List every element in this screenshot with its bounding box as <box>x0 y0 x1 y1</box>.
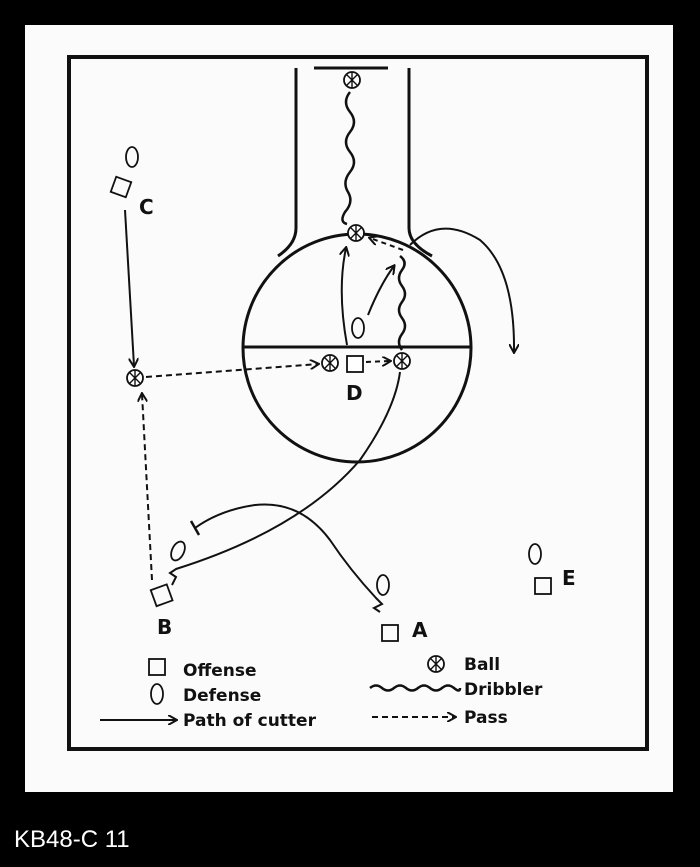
pass-path <box>142 394 153 581</box>
defense-icon <box>170 540 186 562</box>
offense-icon <box>346 355 364 373</box>
image-caption: KB48-C 11 <box>14 826 130 853</box>
legend-offense: Offense <box>183 661 257 681</box>
cutter-path <box>168 371 401 586</box>
offense-icon <box>381 624 399 642</box>
offense-icon <box>148 658 166 676</box>
offense-icon <box>534 577 552 595</box>
player-label-d: D <box>346 381 363 405</box>
player-label-e: E <box>562 566 576 590</box>
legend-dribbler: Dribbler <box>464 680 543 700</box>
defense-icon <box>528 543 542 565</box>
offense-icon <box>109 175 133 199</box>
offense-icon <box>149 583 174 608</box>
court-border <box>67 55 649 751</box>
defense-icon <box>125 146 139 168</box>
ball-icon <box>347 224 365 242</box>
dribble-path <box>397 255 407 351</box>
player-label-c: C <box>139 195 154 219</box>
cutter-path <box>194 503 384 613</box>
player-label-a: A <box>412 618 428 642</box>
paper-card <box>25 25 673 792</box>
legend: Offense Defense Path of cutter Ball Drib… <box>100 655 543 731</box>
defense-icon <box>351 317 365 339</box>
legend-pass: Pass <box>464 708 508 728</box>
ball-icon <box>427 655 445 673</box>
legend-path: Path of cutter <box>183 711 317 731</box>
ball-icon <box>126 369 144 387</box>
dribble-icon <box>369 684 462 692</box>
dribble-path-top <box>341 91 356 226</box>
ball-icon <box>343 71 361 89</box>
ball-icon <box>393 352 411 370</box>
pass-path <box>145 364 318 378</box>
pass-path <box>370 238 404 251</box>
screen-end <box>189 520 201 536</box>
cutter-path <box>124 209 134 366</box>
defense-icon <box>150 683 164 705</box>
cutter-path <box>367 266 394 316</box>
cutter-path <box>409 227 514 352</box>
defense-icon <box>376 574 390 596</box>
legend-defense: Defense <box>183 686 261 706</box>
ball-icon <box>321 354 339 372</box>
player-label-b: B <box>157 615 172 639</box>
cutter-path <box>342 248 347 346</box>
pass-path <box>365 361 390 362</box>
legend-ball: Ball <box>464 655 500 675</box>
